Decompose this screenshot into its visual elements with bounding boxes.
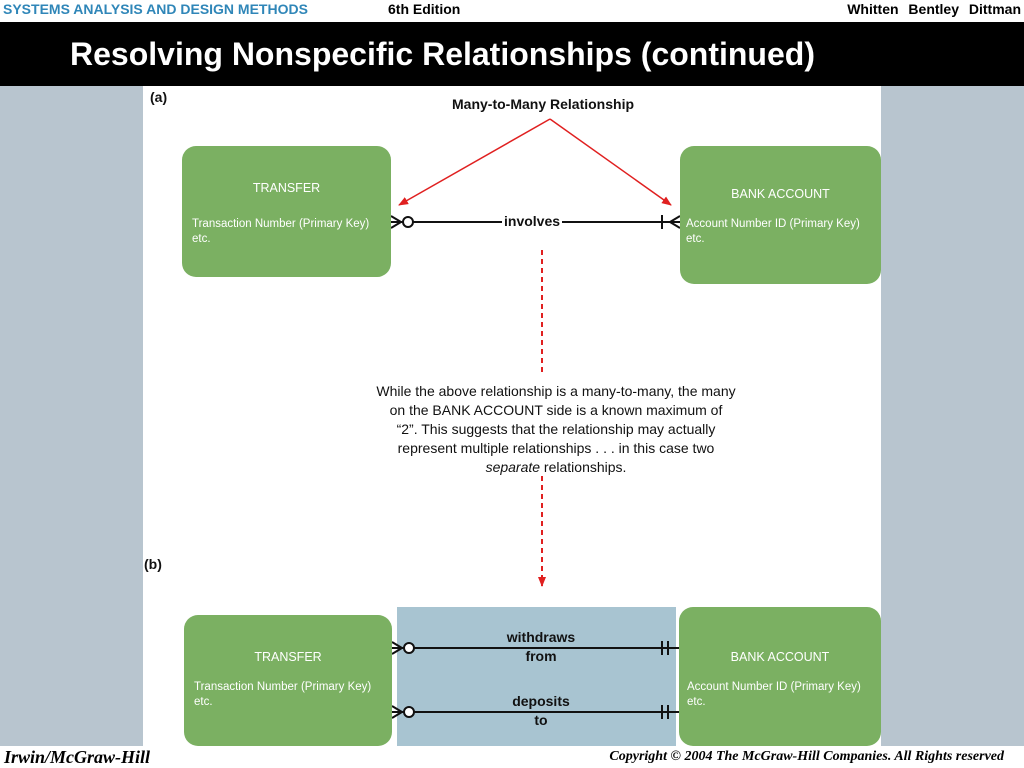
relationship-label: to xyxy=(534,712,548,728)
entity-attribute: Transaction Number (Primary Key) xyxy=(194,681,372,693)
relationship-line-withdraws xyxy=(391,641,679,655)
entity-transfer-a: TRANSFER Transaction Number (Primary Key… xyxy=(182,146,391,277)
entity-attribute: etc. xyxy=(686,233,705,245)
relationship-label: withdraws xyxy=(506,629,576,645)
diagram-canvas: (a) (b) Many-to-Many Relationship TRANSF… xyxy=(143,86,881,746)
note-line: “2”. This suggests that the relationship… xyxy=(396,421,716,437)
panel-b-label: (b) xyxy=(144,556,162,572)
note-emphasis: separate xyxy=(485,459,541,475)
slide-title: Resolving Nonspecific Relationships (con… xyxy=(70,36,815,72)
connector-lines xyxy=(390,118,681,719)
relationship-label: deposits xyxy=(512,693,570,709)
many-to-many-heading: Many-to-Many Relationship xyxy=(452,96,635,112)
heading-arrows xyxy=(398,118,672,206)
relationship-involves: involves xyxy=(502,212,563,231)
entity-attribute: etc. xyxy=(194,696,213,708)
copyright: Copyright © 2004 The McGraw-Hill Compani… xyxy=(609,749,1004,764)
separate-relationships-highlight xyxy=(397,607,676,746)
publisher: Irwin/McGraw-Hill xyxy=(4,747,151,767)
entity-attribute: Transaction Number (Primary Key) xyxy=(192,218,370,230)
relationship-withdraws-from: withdraws from xyxy=(494,628,588,666)
entity-name: BANK ACCOUNT xyxy=(730,650,830,664)
entity-name: BANK ACCOUNT xyxy=(731,187,830,201)
entity-transfer-b: TRANSFER Transaction Number (Primary Key… xyxy=(184,615,392,746)
relationship-deposits-to: deposits to xyxy=(494,692,588,730)
header-bar: SYSTEMS ANALYSIS AND DESIGN METHODS 6th … xyxy=(0,0,1024,22)
entity-name: TRANSFER xyxy=(254,650,322,664)
book-title: SYSTEMS ANALYSIS AND DESIGN METHODS xyxy=(3,1,308,17)
entity-attribute: etc. xyxy=(192,233,211,245)
entity-attribute: etc. xyxy=(687,696,706,708)
note-line: separate relationships. xyxy=(346,458,766,477)
note-line-end: relationships. xyxy=(540,459,627,475)
entity-name: TRANSFER xyxy=(252,181,321,195)
note-line: represent multiple relationships . . . i… xyxy=(397,440,715,456)
edition-label: 6th Edition xyxy=(388,1,461,17)
relationship-line-deposits xyxy=(391,705,679,719)
note-line: While the above relationship is a many-t… xyxy=(376,383,736,399)
note-line: on the BANK ACCOUNT side is a known maxi… xyxy=(389,402,723,418)
title-bar: Resolving Nonspecific Relationships (con… xyxy=(0,22,1024,86)
panel-a-label: (a) xyxy=(150,89,168,105)
explanation-note: While the above relationship is a many-t… xyxy=(346,382,766,477)
entity-attribute: Account Number ID (Primary Key) xyxy=(687,681,861,693)
entity-attribute: Account Number ID (Primary Key) xyxy=(686,218,860,230)
authors: Whitten Bentley Dittman xyxy=(847,1,1021,17)
footer-bar: Irwin/McGraw-Hill Copyright © 2004 The M… xyxy=(0,746,1024,768)
relationship-label: from xyxy=(525,648,557,664)
entity-bank-account-a: BANK ACCOUNT Account Number ID (Primary … xyxy=(680,146,881,284)
entity-bank-account-b: BANK ACCOUNT Account Number ID (Primary … xyxy=(679,607,881,746)
